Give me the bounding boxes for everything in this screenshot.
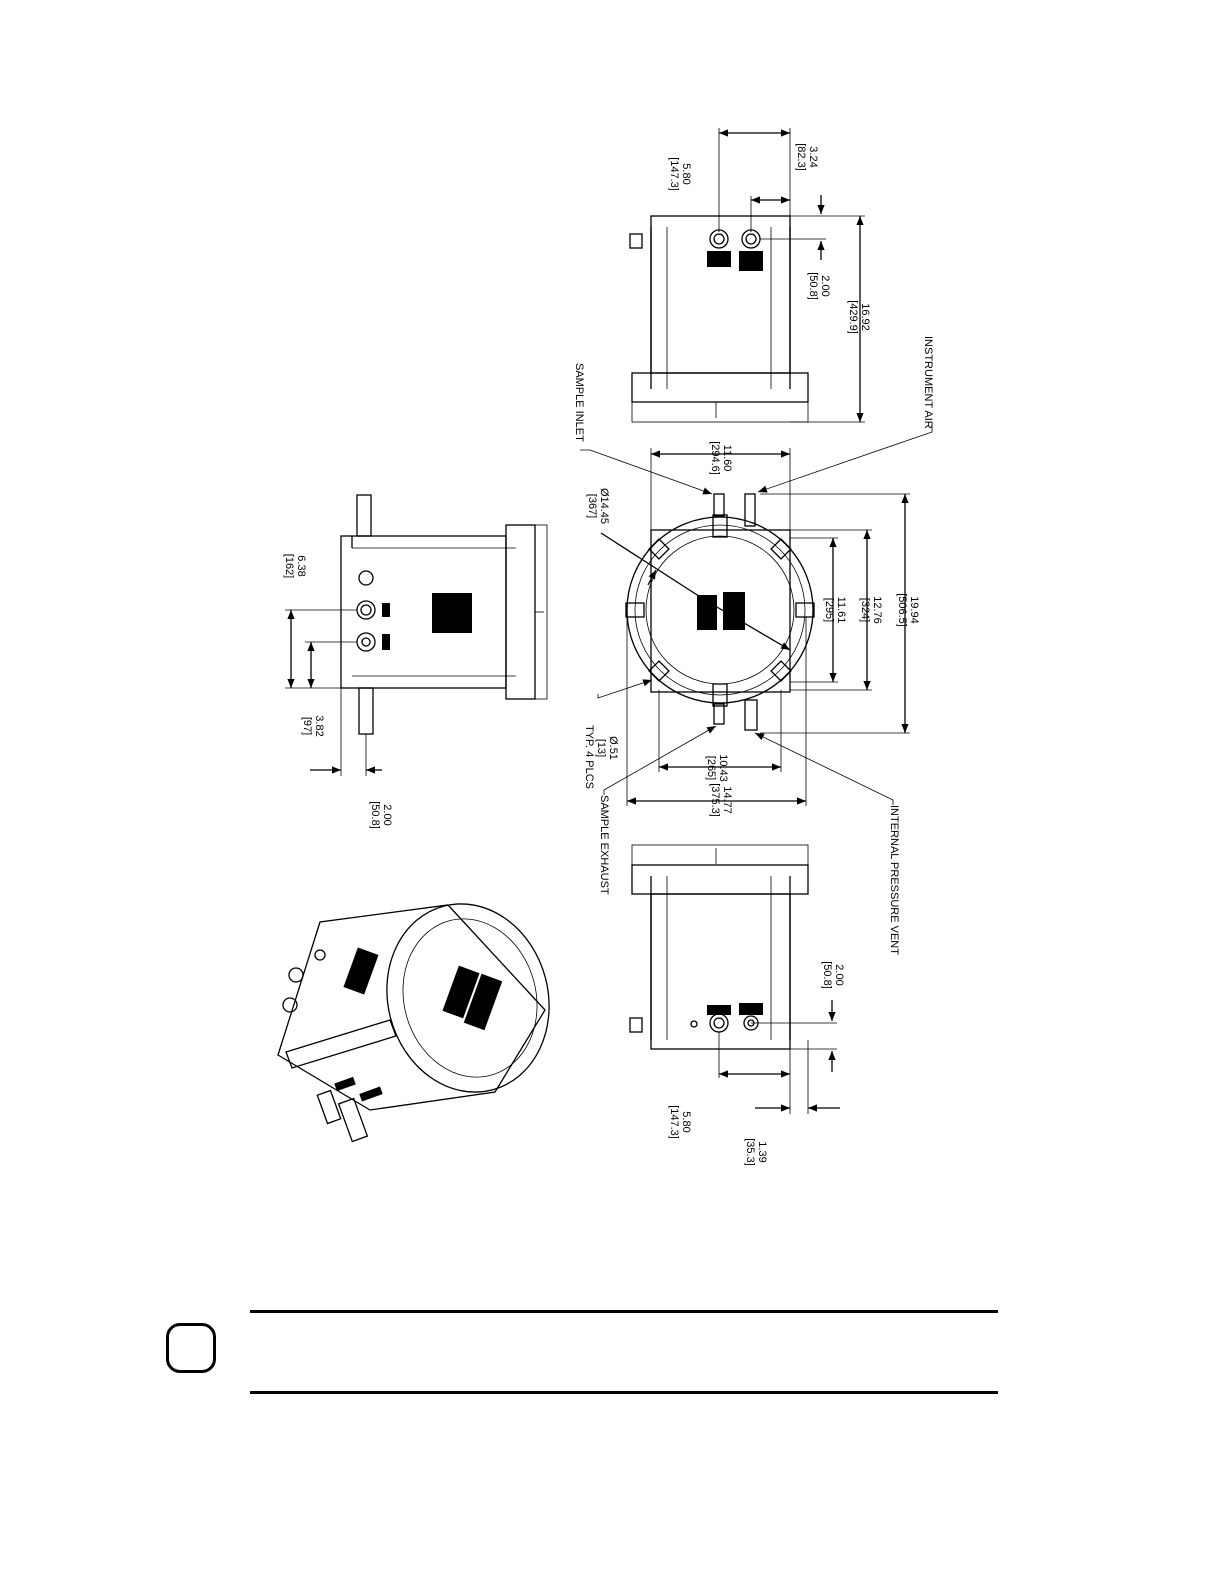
dim-top-2-00-mm: [50.8] xyxy=(807,272,819,300)
dim-front-dia-0-51-mm: [13] xyxy=(595,739,607,757)
dim-front-10-43: 10.43 xyxy=(717,754,729,782)
dim-bottom-1-39-mm: [35.3] xyxy=(744,1138,756,1166)
dim-side-3-82: 3.82 xyxy=(313,715,325,736)
dim-front-dia-14-45-mm: [367] xyxy=(586,494,598,518)
dim-top-2-00: 2.00 xyxy=(819,275,831,296)
dim-top-3-24-mm: [82.3] xyxy=(795,143,807,171)
dim-front-14-77: 14.77 xyxy=(721,786,733,814)
footer-bottom-rule xyxy=(250,1391,998,1394)
dim-side-6-38: 6.38 xyxy=(295,555,307,576)
dim-top-5-80-mm: [147.3] xyxy=(668,157,680,191)
dim-bottom-1-39: 1.39 xyxy=(756,1141,768,1162)
dim-front-dia-0-51: Ø.51 xyxy=(607,736,619,760)
dim-side-6-38-mm: [162] xyxy=(283,554,295,578)
dim-bottom-2-00: 2.00 xyxy=(833,964,845,985)
callout-sample-inlet: SAMPLE INLET xyxy=(573,363,585,442)
dim-front-dia-14-45: Ø14.45 xyxy=(598,488,610,524)
dim-side-3-82-mm: [97] xyxy=(301,717,313,735)
dim-side-2-00-mm: [50.8] xyxy=(369,801,381,829)
dim-front-11-60: 11.60 xyxy=(721,445,733,472)
callout-instrument-air: INSTRUMENT AIR xyxy=(922,336,934,429)
dim-front-11-61-mm: [295] xyxy=(823,598,835,622)
dim-top-16-92: 16.92 xyxy=(859,303,871,331)
callout-internal-pressure-vent: INTERNAL PRESSURE VENT xyxy=(888,805,900,955)
callout-typ-4-plcs: TYP. 4 PLCS xyxy=(583,725,595,789)
dim-front-11-61: 11.61 xyxy=(835,597,847,624)
dim-front-11-60-mm: [294.6] xyxy=(709,441,721,475)
bottom-view xyxy=(630,845,840,1114)
dim-top-16-92-mm: [429.9] xyxy=(847,300,859,334)
dim-front-12-76-mm: [324] xyxy=(859,598,871,622)
dim-bottom-5-80: 5.80 xyxy=(680,1111,692,1132)
footer-top-rule xyxy=(250,1310,998,1313)
dim-bottom-5-80-mm: [147.3] xyxy=(668,1105,680,1139)
dim-front-10-43-mm: [265] xyxy=(705,756,717,780)
dim-top-3-24: 3.24 xyxy=(807,146,819,167)
dim-front-12-76: 12.76 xyxy=(871,596,883,624)
dim-front-19-94: 19.94 xyxy=(908,596,920,624)
dim-front-14-77-mm: [375.3] xyxy=(709,783,721,817)
dim-front-19-94-mm: [506.5] xyxy=(896,593,908,627)
page-badge xyxy=(166,1323,216,1373)
dim-side-2-00: 2.00 xyxy=(381,804,393,825)
callout-sample-exhaust: SAMPLE EXHAUST xyxy=(598,795,610,895)
dim-bottom-2-00-mm: [50.8] xyxy=(821,961,833,989)
dim-top-5-80: 5.80 xyxy=(680,163,692,184)
isometric-view xyxy=(278,886,570,1142)
